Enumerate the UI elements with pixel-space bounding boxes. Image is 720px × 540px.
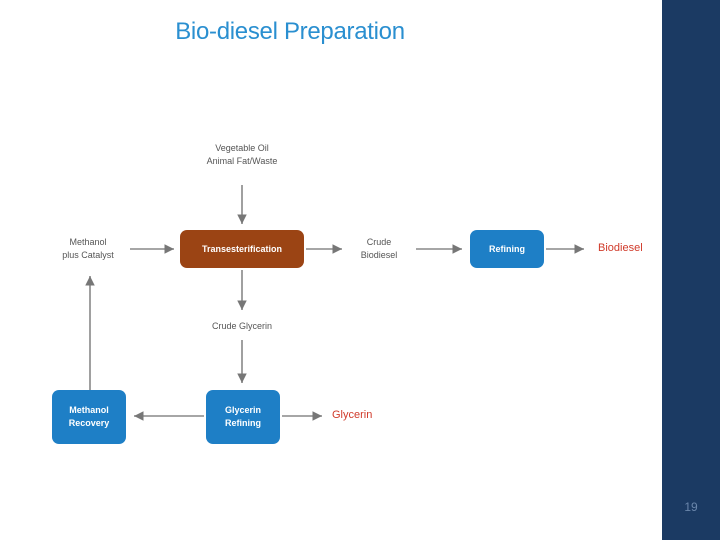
node-crude-glycerin: Crude Glycerin	[211, 321, 273, 331]
node-methanol-recovery: Methanol Recovery	[52, 390, 126, 444]
node-reactor: Transesterification	[180, 230, 304, 268]
slide-title: Bio-diesel Preparation	[175, 18, 405, 45]
page-number: 19	[684, 500, 698, 514]
node-methanol-catalyst: Methanol plus Catalyst	[62, 237, 114, 260]
node-feedstock: Vegetable Oil Animal Fat/Waste	[206, 143, 278, 166]
node-crude-biodiesel: Crude Biodiesel	[360, 237, 398, 260]
node-glycerin-refining: Glycerin Refining	[206, 390, 280, 444]
node-refining: Refining	[470, 230, 544, 268]
output-glycerin: Glycerin	[332, 409, 373, 421]
slide-sidebar: 19	[662, 0, 720, 540]
output-biodiesel: Biodiesel	[598, 242, 643, 254]
